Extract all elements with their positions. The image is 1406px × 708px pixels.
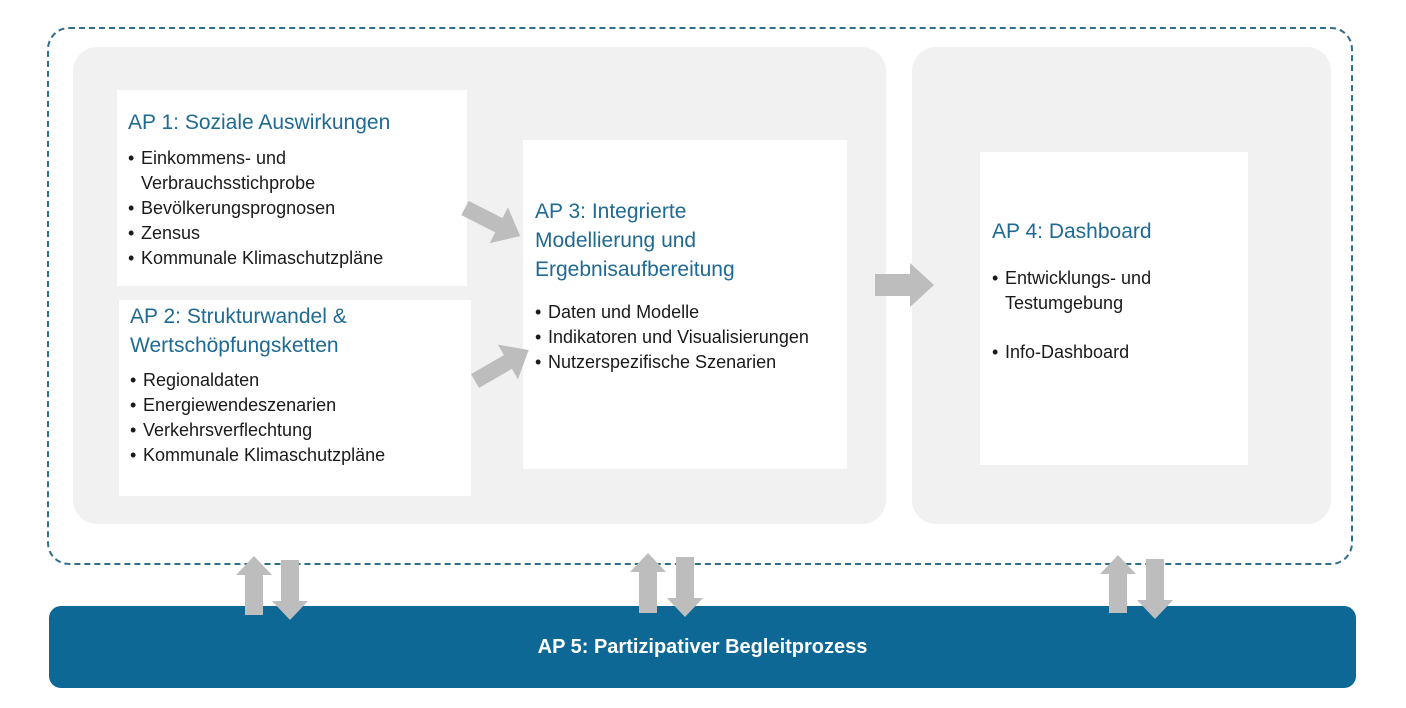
ap3-card: AP 3: Integrierte Modellierung und Ergeb…: [523, 140, 847, 469]
arrow-ap1-to-ap3-icon: [461, 200, 521, 244]
ap1-item: Einkommens- und Verbrauchsstichprobe: [128, 146, 457, 196]
ap1-list: Einkommens- und Verbrauchsstichprobe Bev…: [128, 146, 457, 271]
ap3-title: AP 3: Integrierte Modellierung und Ergeb…: [535, 200, 735, 281]
ap1-item: Kommunale Klimaschutzpläne: [128, 246, 457, 271]
ap4-title: AP 4: Dashboard: [992, 220, 1152, 243]
arrow-down-left-icon: [272, 560, 308, 620]
ap3-item: Indikatoren und Visualisierungen: [535, 325, 839, 350]
ap4-card: AP 4: Dashboard Entwicklungs- und Testum…: [980, 152, 1248, 465]
arrow-up-left-icon: [236, 556, 272, 615]
ap2-item: Energiewendeszenarien: [130, 393, 461, 418]
ap2-item: Kommunale Klimaschutzpläne: [130, 443, 461, 468]
arrow-down-right-icon: [1137, 559, 1173, 619]
ap1-title: AP 1: Soziale Auswirkungen: [128, 111, 391, 134]
ap2-item: Verkehrsverflechtung: [130, 418, 461, 443]
ap1-item: Bevölkerungsprognosen: [128, 196, 457, 221]
ap4-item: Entwicklungs- und Testumgebung: [992, 266, 1238, 316]
arrow-up-center-icon: [630, 553, 666, 613]
ap2-item: Regionaldaten: [130, 368, 461, 393]
ap4-item: Info-Dashboard: [992, 340, 1238, 365]
ap3-item: Daten und Modelle: [535, 300, 839, 325]
arrow-ap3-to-ap4-icon: [875, 263, 934, 307]
ap1-item: Zensus: [128, 221, 457, 246]
arrow-up-right-icon: [1100, 555, 1136, 613]
ap2-card: AP 2: Strukturwandel & Wertschöpfungsket…: [119, 300, 471, 496]
ap3-item: Nutzerspezifische Szenarien: [535, 350, 839, 375]
ap5-bar: AP 5: Partizipativer Begleitprozess: [49, 606, 1356, 688]
ap2-title: AP 2: Strukturwandel & Wertschöpfungsket…: [130, 305, 347, 357]
arrow-down-center-icon: [667, 557, 703, 617]
project-frame: [47, 27, 1353, 565]
ap1-card: AP 1: Soziale Auswirkungen Einkommens- u…: [117, 90, 467, 286]
ap4-list: Entwicklungs- und Testumgebung Info-Dash…: [992, 266, 1238, 365]
ap5-title: AP 5: Partizipativer Begleitprozess: [537, 635, 868, 658]
ap3-list: Daten und Modelle Indikatoren und Visual…: [535, 300, 839, 375]
arrow-ap2-to-ap3-icon: [471, 344, 529, 388]
ap2-list: Regionaldaten Energiewendeszenarien Verk…: [130, 368, 461, 468]
